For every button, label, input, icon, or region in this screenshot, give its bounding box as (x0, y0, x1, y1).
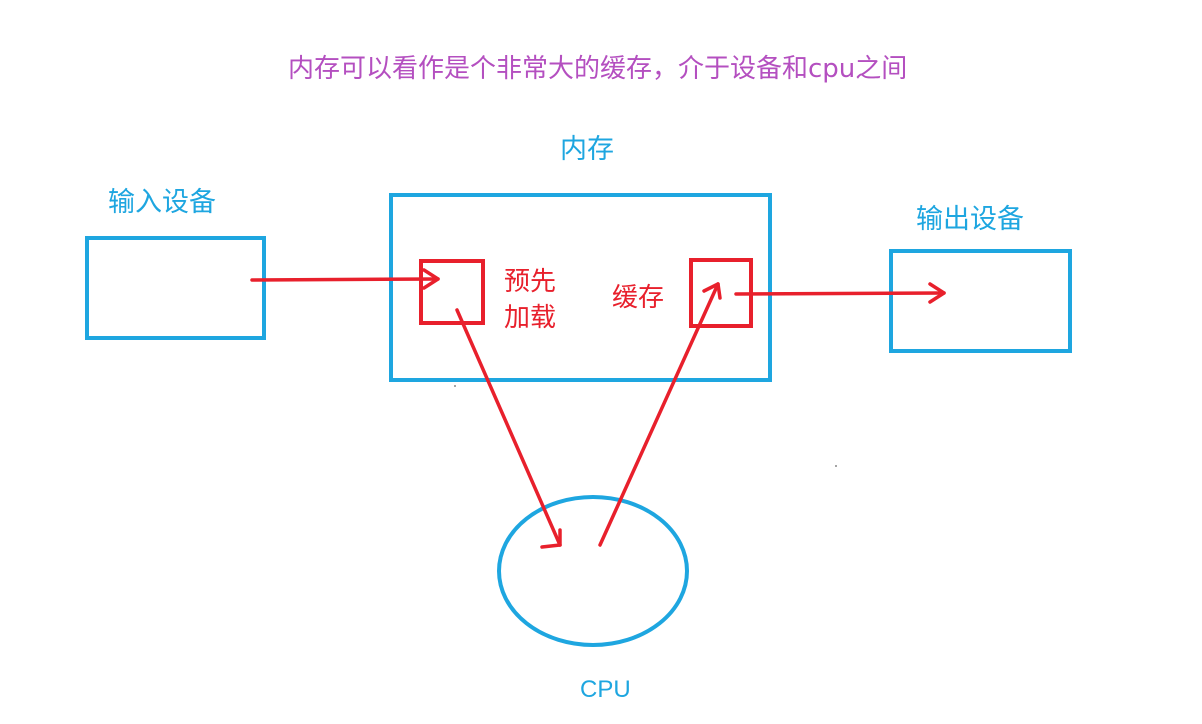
preload-label-line2: 加载 (504, 303, 556, 333)
arrow-preload-to-cpu (455, 308, 562, 549)
input-device-label: 输入设备 (108, 187, 216, 218)
arrow-input-to-preload (250, 268, 440, 290)
memory-box (389, 193, 772, 382)
memory-label: 内存 (560, 134, 614, 165)
cache-label: 缓存 (612, 283, 664, 313)
preload-box (419, 259, 485, 325)
cpu-label: CPU (580, 676, 631, 703)
cpu-ellipse (497, 495, 689, 647)
output-device-box (889, 249, 1072, 353)
stray-dot (835, 465, 837, 467)
output-device-label: 输出设备 (916, 204, 1024, 235)
diagram-title: 内存可以看作是个非常大的缓存，介于设备和cpu之间 (288, 54, 907, 84)
stray-dot (454, 385, 456, 387)
arrow-cpu-to-cache (598, 282, 722, 547)
input-device-box (85, 236, 266, 340)
arrow-cache-to-output (734, 282, 946, 304)
preload-label-line1: 预先 (504, 267, 556, 297)
